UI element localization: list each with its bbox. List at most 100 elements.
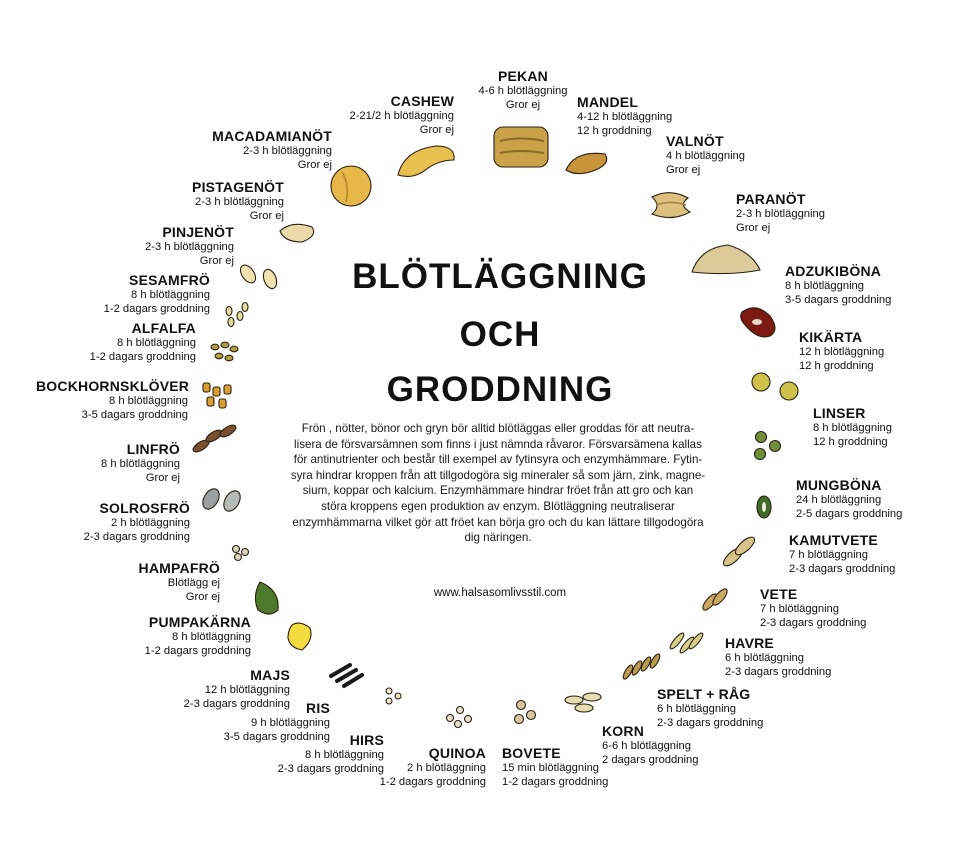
item-name: MUNGBÖNA [796,477,882,493]
item-alfalfa: ALFALFA 8 h blötläggning 1-2 dagars grod… [74,320,196,364]
item-soak-time: 15 min blötläggning [502,762,600,774]
item-linfro: LINFRÖ 8 h blötläggning Gror ej [80,441,180,485]
buckwheat-icon [513,699,537,725]
item-soak-time: 8 h blötläggning [108,395,188,407]
item-sprout-time: Gror ej [297,158,332,171]
item-soak-time: 4-12 h blötläggning [577,111,673,123]
item-sprout-time: Gror ej [505,98,541,111]
item-name: QUINOA [428,745,486,761]
adzuki-bean-icon [740,307,776,338]
item-paranot: PARANÖT 2-3 h blötläggning Gror ej [736,191,825,235]
item-sprout-time: 3-5 dagars groddning [81,408,188,421]
brazil-nut-icon [691,244,761,275]
item-adzukibona: ADZUKIBÖNA 8 h blötläggning 3-5 dagars g… [785,263,891,307]
item-name: LINFRÖ [126,441,180,457]
pumpkin-seed-icon [254,581,279,615]
item-name: PINJENÖT [162,224,234,240]
item-sprout-time: 2-3 dagars groddning [277,762,384,775]
item-sprout-time: Gror ej [419,123,454,136]
item-soak-time: 2-3 h blötläggning [145,241,234,253]
item-sprout-time: 2-5 dagars groddning [796,507,903,520]
item-soak-time: 2-3 h blötläggning [736,208,825,220]
item-sprout-time: 2 dagars groddning [602,753,699,766]
item-name: MAJS [250,667,290,683]
item-name: KIKÄRTA [799,329,863,345]
item-soak-time: 6 h blötläggning [657,703,737,715]
item-korn: KORN 6-6 h blötläggning 2 dagars groddni… [602,723,698,767]
item-name: HAMPAFRÖ [138,560,220,576]
item-sprout-time: 12 h groddning [813,435,888,448]
item-name: ADZUKIBÖNA [785,263,882,279]
item-soak-time: 2 h blötläggning [110,517,190,529]
pistachio-icon [279,223,315,243]
item-sprout-time: 1-2 dagars groddning [103,302,210,315]
item-name: PISTAGENÖT [192,179,284,195]
item-soak-time: 4-6 h blötläggning [478,85,568,97]
item-soak-time: 8 h blötläggning [100,458,180,470]
item-pumpakarna: PUMPAKÄRNA 8 h blötläggning 1-2 dagars g… [130,614,251,658]
item-pistagenot: PISTAGENÖT 2-3 h blötläggning Gror ej [174,179,284,223]
lentil-icon [753,430,782,461]
item-soak-time: 12 h blötläggning [204,684,290,696]
item-soak-time: 12 h blötläggning [799,346,885,358]
item-name: SESAMFRÖ [129,272,210,288]
item-ris: RIS 9 h blötläggning 3-5 dagars groddnin… [210,700,330,744]
item-name: BOCKHORNSKLÖVER [36,378,190,394]
quinoa-icon [445,705,473,729]
item-pinjenot: PINJENÖT 2-3 h blötläggning Gror ej [124,224,234,268]
main-title-line-1: BLÖTLÄGGNING [352,257,648,296]
chickpea-icon [751,372,799,401]
description-line: Frön , nötter, bönor och gryn bör alltid… [301,422,695,435]
item-hirs: HIRS 8 h blötläggning 2-3 dagars groddni… [262,732,384,776]
item-soak-time: Blötlägg ej [167,577,220,589]
sunflower-seed-icon [202,488,241,512]
item-sprout-time: 1-2 dagars groddning [502,775,609,788]
item-soak-time: 2-3 h blötläggning [195,196,284,208]
item-valnot: VALNÖT 4 h blötläggning Gror ej [666,133,745,177]
item-soak-time: 6-6 h blötläggning [602,740,691,752]
description-line: sium, koppar och kalcium. Enzymhämmare h… [302,484,694,498]
item-sprout-time: Gror ej [249,209,284,222]
description-line: enzymhämmarna vilket gör att fröet kan b… [292,515,704,529]
item-bovete: BOVETE 15 min blötläggning 1-2 dagars gr… [502,745,608,789]
item-name: VALNÖT [666,133,724,149]
fenugreek-icon [202,382,232,409]
millet-icon [385,687,402,705]
item-pekan: PEKAN 4-6 h blötläggning Gror ej [468,68,578,112]
flax-seed-icon [192,424,237,453]
item-name: BOVETE [502,745,561,761]
item-sprout-time: Gror ej [145,471,180,484]
item-sprout-time: Gror ej [185,590,220,603]
item-soak-time: 8 h blötläggning [304,749,384,761]
item-majs: MAJS 12 h blötläggning 2-3 dagars groddn… [168,667,290,711]
item-kamutvete: KAMUTVETE 7 h blötläggning 2-3 dagars gr… [789,532,895,576]
description-text: Frön , nötter, bönor och gryn bör alltid… [272,421,724,546]
description-line: syra hindrar kroppen från att tillgodogö… [290,468,706,482]
item-sprout-time: 12 h groddning [799,359,874,372]
item-hampafro: HAMPAFRÖ Blötlägg ej Gror ej [120,560,220,604]
barley-icon [564,692,602,713]
item-name: HIRS [349,732,384,748]
sesame-seed-icon [225,301,249,328]
main-title-line-2: OCH [459,315,541,354]
cashew-icon [397,145,455,177]
item-kikarta: KIKÄRTA 12 h blötläggning 12 h groddning [799,329,884,373]
item-sprout-time: Gror ej [736,221,771,234]
item-sprout-time: 3-5 dagars groddning [785,293,892,306]
item-cashew: CASHEW 2-21/2 h blötläggning Gror ej [334,93,454,137]
item-spelt-rag: SPELT + RÅG 6 h blötläggning 2-3 dagars … [657,686,763,730]
item-soak-time: 8 h blötläggning [116,337,196,349]
pine-nut-icon [239,264,278,290]
item-sprout-time: 1-2 dagars groddning [89,350,196,363]
item-sprout-time: Gror ej [199,254,234,267]
item-sprout-time: 3-5 dagars groddning [223,730,330,743]
item-name: MANDEL [577,94,639,110]
item-name: CASHEW [390,93,454,109]
item-soak-time: 8 h blötläggning [813,422,893,434]
item-name: MACADAMIANÖT [212,128,332,144]
item-soak-time: 2-21/2 h blötläggning [349,110,454,122]
item-name: LINSER [813,405,866,421]
item-name: PEKAN [497,68,548,84]
